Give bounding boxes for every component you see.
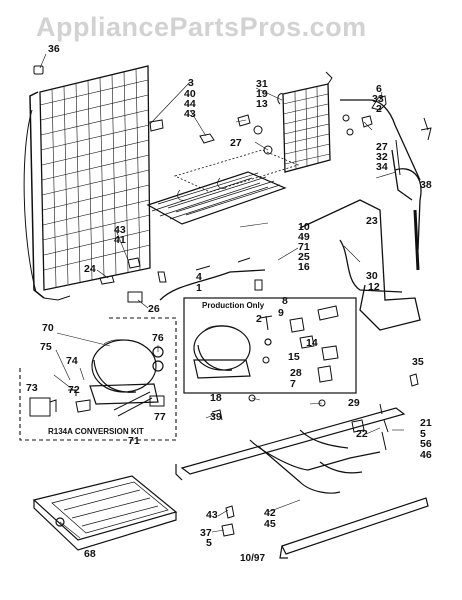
callout-2b: 2 [256,313,262,325]
conversion-kit-box [19,317,177,441]
callout-46: 46 [420,449,432,461]
callout-42: 42 [264,507,276,519]
callout-5b: 5 [206,537,212,549]
callout-19: 19 [256,88,268,100]
callout-7: 7 [290,378,296,390]
callout-28: 28 [290,367,302,379]
callout-21: 21 [420,417,432,429]
callout-71: 71 [298,241,310,253]
compressor-conversion [89,339,164,405]
callout-18: 18 [210,392,222,404]
callout-43c: 43 [206,509,218,521]
callout-3: 3 [188,77,194,89]
callout-15: 15 [288,351,300,363]
callout-33: 33 [372,93,384,105]
callout-39: 39 [210,411,222,423]
callout-68: 68 [84,548,96,560]
callout-73: 73 [26,382,38,394]
leader-lines [39,53,404,539]
callout-49: 49 [298,231,310,243]
condenser-coil [23,65,151,301]
callout-71b: 71 [128,435,140,447]
callout-22: 22 [356,428,368,440]
callout-56: 56 [420,438,432,450]
callout-16: 16 [298,261,310,273]
diagram-date: 10/97 [240,553,266,564]
callout-27: 27 [230,137,242,149]
callout-34: 34 [376,161,388,173]
callout-38: 38 [420,179,432,191]
callout-43: 43 [184,108,196,120]
watermark: AppliancePartsPros.com [36,12,367,42]
callout-75: 75 [40,341,52,353]
production-only-title: Production Only [202,301,265,310]
callout-35: 35 [412,356,424,368]
callout-43b: 43 [114,224,126,236]
callout-10: 10 [298,221,310,233]
small-parts [29,65,432,537]
callout-76: 76 [152,332,164,344]
callout-30: 30 [366,270,378,282]
refrigerant-tubing [159,99,422,331]
drain-heater-coil [146,149,300,225]
callout-40: 40 [184,88,196,100]
callout-27b: 27 [376,141,388,153]
callout-32: 32 [376,151,388,163]
callout-13: 13 [256,98,268,110]
callout-12: 12 [368,281,380,293]
production-only-box [183,297,357,394]
callout-8: 8 [282,295,288,307]
callout-29: 29 [348,397,360,409]
drain-pan [32,475,178,551]
callout-45: 45 [264,518,276,530]
callout-26: 26 [148,303,160,315]
callout-9: 9 [278,307,284,319]
callout-31: 31 [256,78,268,90]
conversion-kit-title: R134A CONVERSION KIT [48,427,144,436]
callout-37: 37 [200,527,212,539]
callout-4: 4 [196,271,202,283]
callout-44: 44 [184,98,196,110]
compressor-production [193,325,272,379]
callout-41: 41 [114,234,126,246]
callout-77: 77 [154,411,166,423]
callout-70: 70 [42,322,54,334]
callout-1: 1 [196,282,202,294]
callout-36: 36 [48,43,60,55]
callout-25: 25 [298,251,310,263]
callout-23: 23 [366,215,378,227]
base-frame [175,407,429,559]
callout-6: 6 [376,83,382,95]
callout-74: 74 [66,355,78,367]
callout-24: 24 [84,263,96,275]
evaporator-coil [277,71,333,173]
callout-72: 72 [68,384,80,396]
callout-14: 14 [306,337,318,349]
callout-2: 2 [376,103,382,115]
callout-5: 5 [420,428,426,440]
